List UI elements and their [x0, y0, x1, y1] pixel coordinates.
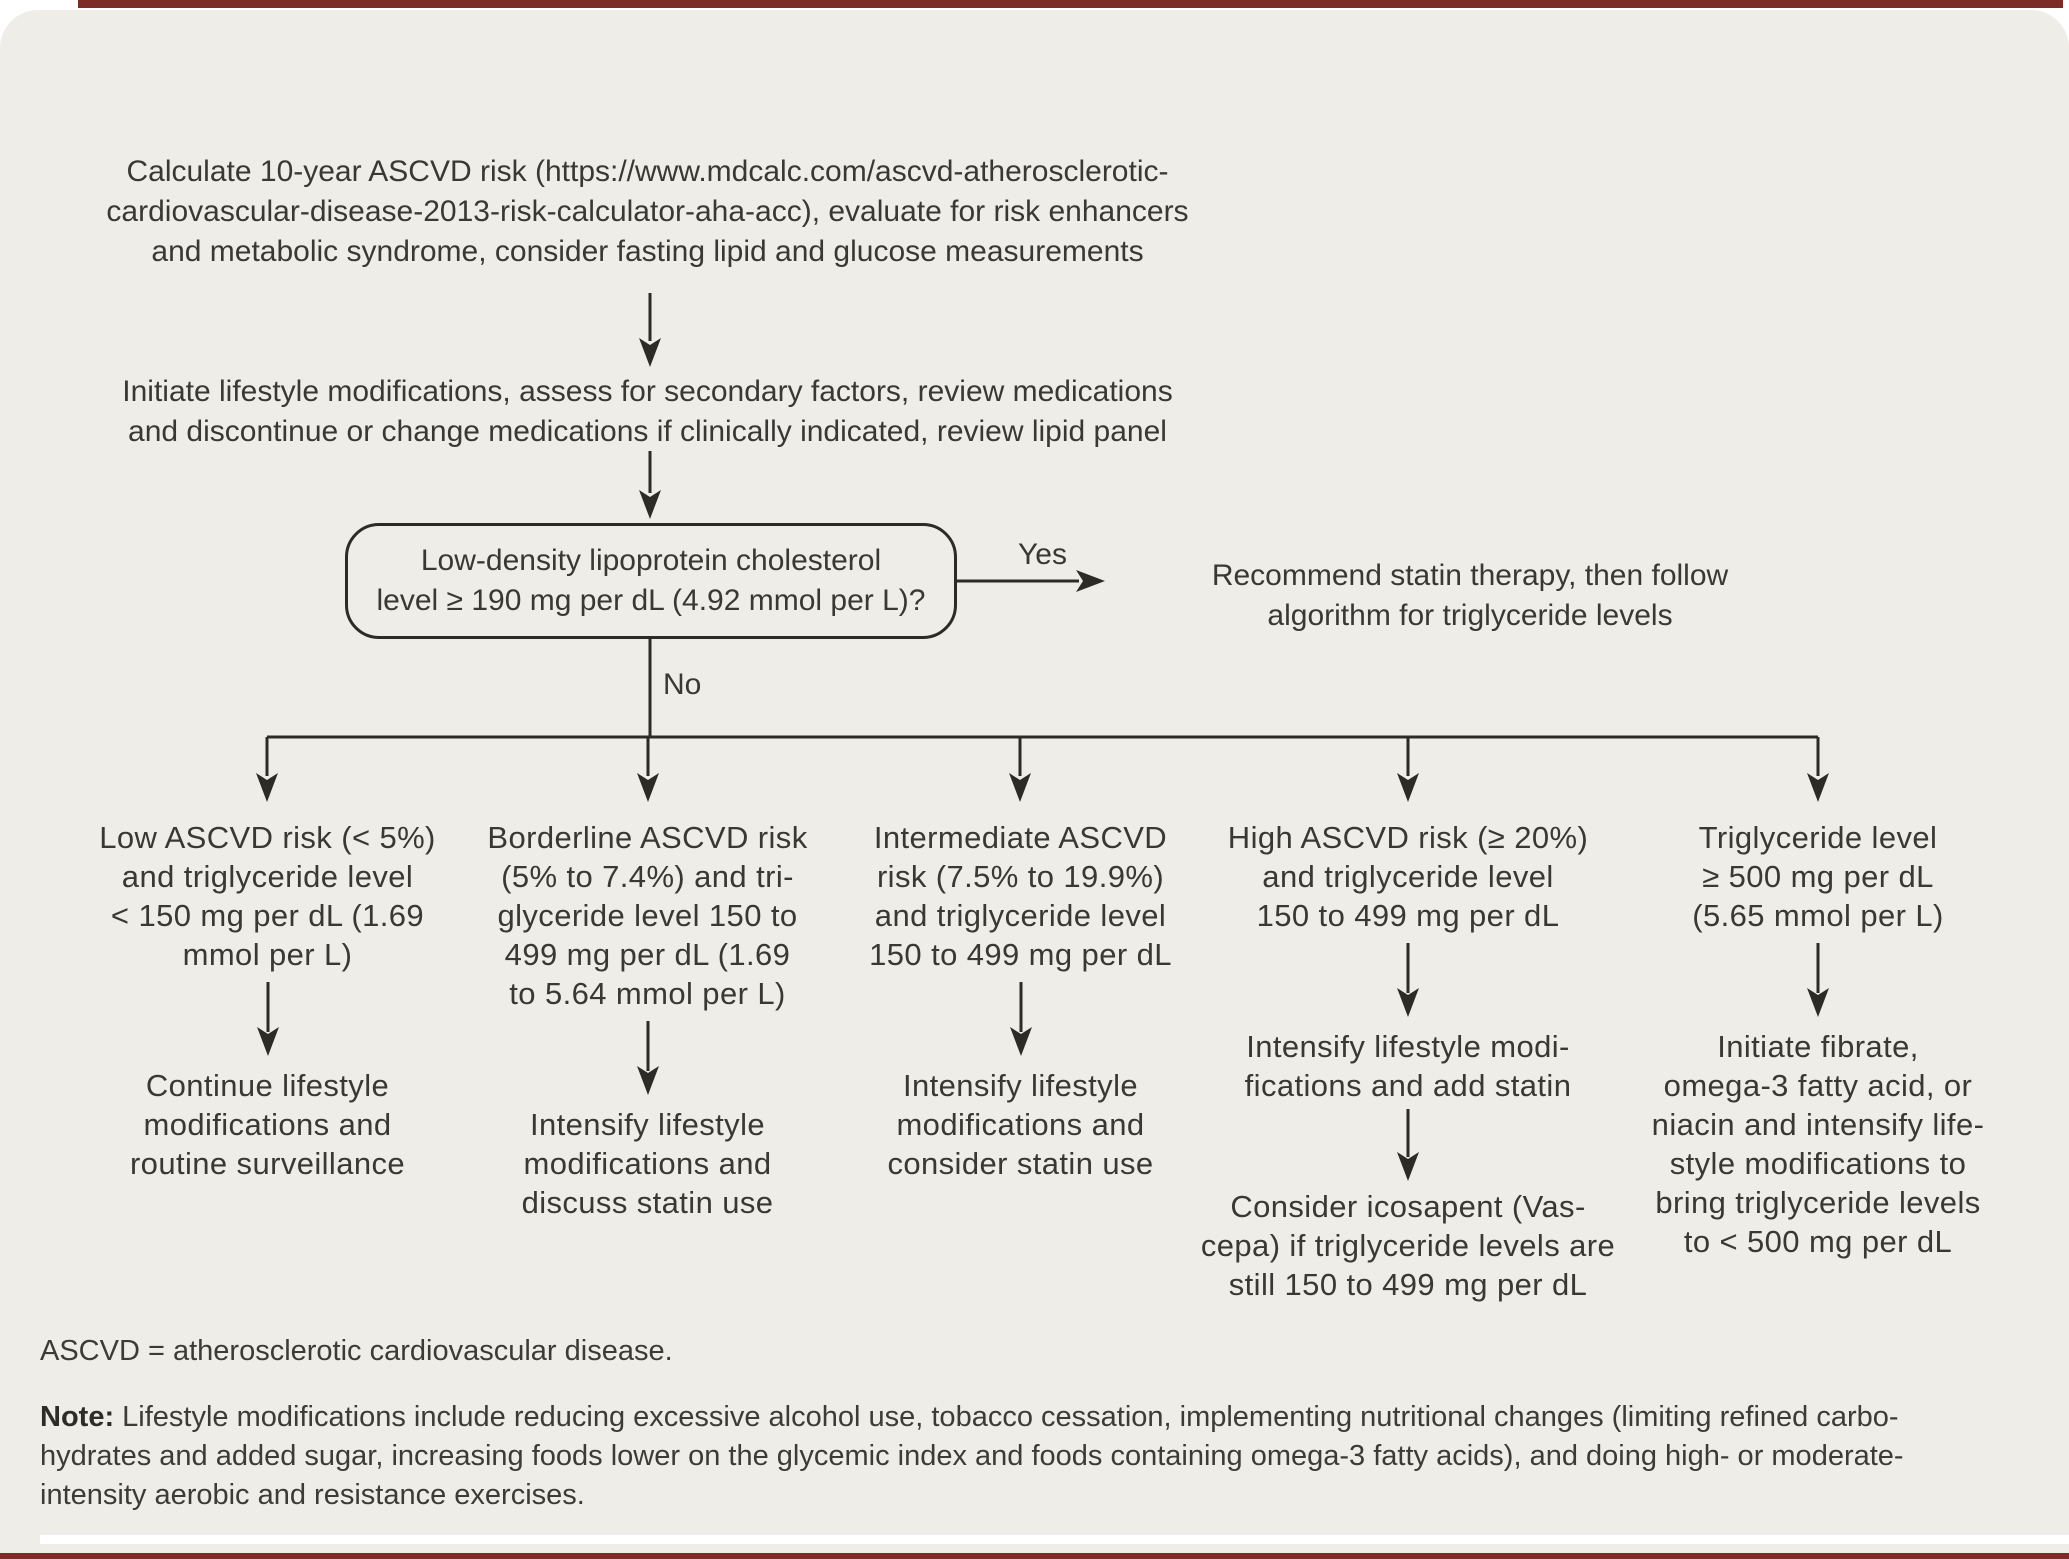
branch-action: Initiate fibrate, omega-3 fatty acid, or… [1651, 1029, 1985, 1259]
step-lifestyle-modifications: Initiate lifestyle modifications, assess… [122, 375, 1173, 448]
note-text: Lifestyle modifications include reducing… [40, 1401, 1904, 1511]
branch-high-ascvd-risk: High ASCVD risk (≥ 20%) and triglyceride… [1195, 818, 1621, 1304]
bottom-divider-rule [40, 1535, 2069, 1544]
yes-label: Yes [1018, 538, 1067, 571]
yes-outcome-statin-therapy: Recommend statin therapy, then follow al… [1211, 559, 1729, 632]
branch-high-triglyceride-level: Triglyceride level ≥ 500 mg per dL (5.65… [1610, 818, 2026, 1261]
lifestyle-note: Note: Lifestyle modifications include re… [40, 1398, 2040, 1515]
branch-condition: High ASCVD risk (≥ 20%) and triglyceride… [1227, 820, 1589, 933]
flow-arrow [1009, 982, 1032, 1056]
decision-ldl-level-box: Low-density lipoprotein cholesterol leve… [345, 523, 957, 639]
branch-condition: Low ASCVD risk (< 5%) and triglyceride l… [99, 820, 436, 972]
branch-condition: Intermediate ASCVD risk (7.5% to 19.9%) … [869, 820, 1172, 972]
branch-intermediate-ascvd-risk: Intermediate ASCVD risk (7.5% to 19.9%) … [818, 818, 1223, 1183]
top-edge-rule [78, 0, 2063, 8]
flow-arrow [1807, 943, 1829, 1017]
branch-action: Intensify lifestyle modi- fications and … [1244, 1029, 1572, 1103]
note-label: Note: [40, 1401, 115, 1433]
flow-arrow [636, 1021, 659, 1095]
branch-action: Intensify lifestyle modifications and di… [521, 1107, 774, 1220]
no-label: No [663, 668, 702, 701]
branch-borderline-ascvd-risk: Borderline ASCVD risk (5% to 7.4%) and t… [445, 818, 850, 1222]
branch-action: Consider icosapent (Vas- cepa) if trigly… [1200, 1189, 1616, 1302]
branch-condition: Borderline ASCVD risk (5% to 7.4%) and t… [487, 820, 808, 1011]
branch-condition: Triglyceride level ≥ 500 mg per dL (5.65… [1692, 820, 1944, 933]
flow-arrow [1397, 1109, 1419, 1181]
branch-action: Continue lifestyle modifications and rou… [129, 1068, 406, 1181]
flow-arrow [1397, 943, 1419, 1017]
bottom-edge-rule [0, 1553, 2069, 1559]
flow-arrow [256, 982, 279, 1056]
flowchart-panel [0, 10, 2069, 1559]
step-calculate-risk: Calculate 10-year ASCVD risk (https://ww… [106, 155, 1189, 268]
branch-low-ascvd-risk: Low ASCVD risk (< 5%) and triglyceride l… [65, 818, 470, 1183]
branch-action: Intensify lifestyle modifications and co… [887, 1068, 1154, 1181]
decision-ldl-level-text: Low-density lipoprotein cholesterol leve… [376, 544, 926, 617]
abbreviation-footnote: ASCVD = atherosclerotic cardiovascular d… [40, 1335, 673, 1367]
